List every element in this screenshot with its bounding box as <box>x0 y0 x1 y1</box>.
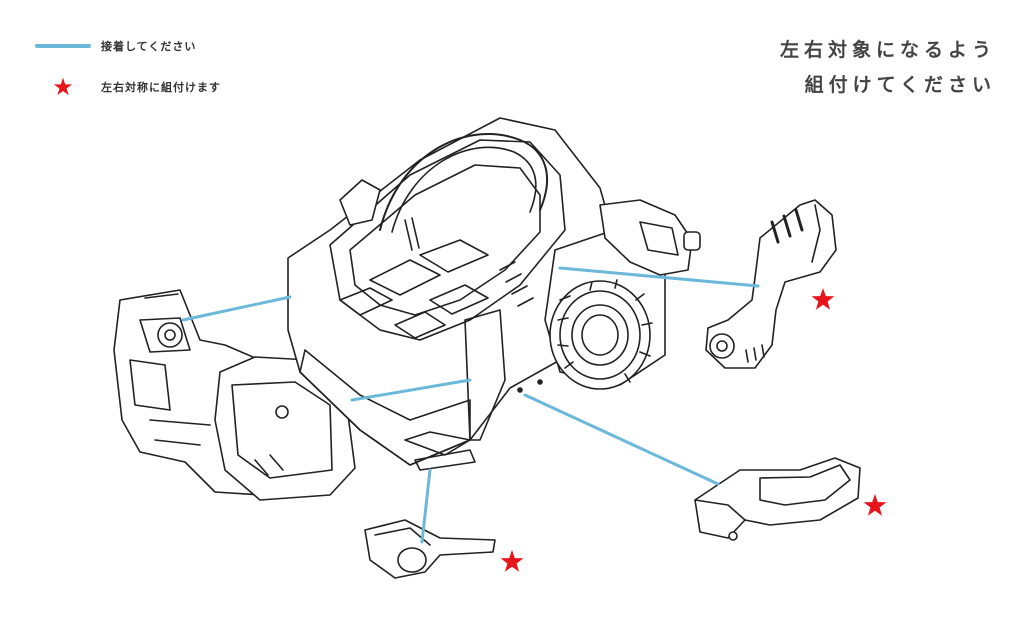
star-icon <box>811 288 835 310</box>
legend-symmetric-label: 左右対称に組付けます <box>101 81 221 94</box>
glue-line-left <box>181 295 292 322</box>
glue-line-lower-right <box>523 393 720 486</box>
main-body-assembly <box>113 117 701 501</box>
blue-line-icon <box>35 44 91 48</box>
star-icon <box>500 550 524 572</box>
part-upper-right-arm <box>705 199 837 369</box>
legend-item-symmetric: ★ 左右対称に組付けます <box>35 75 221 99</box>
part-bottom-clip <box>364 519 496 579</box>
assembly-note: 左右対象になるよう 組付けてください <box>780 33 996 103</box>
note-line-1: 左右対象になるよう <box>779 39 996 61</box>
star-icon: ★ <box>52 73 74 101</box>
glue-guide-lines <box>181 266 760 544</box>
legend-item-glue: 接着してください <box>35 34 221 58</box>
glue-line-upper-right <box>558 266 760 288</box>
glue-line-center <box>350 378 472 402</box>
part-lower-right-arm <box>694 457 861 541</box>
legend-glue-label: 接着してください <box>101 40 197 53</box>
note-line-2: 組付けてください <box>804 74 996 96</box>
glue-line-bottom <box>420 468 432 544</box>
star-icon <box>863 494 887 516</box>
legend: 接着してください ★ 左右対称に組付けます <box>35 34 221 116</box>
symmetric-markers <box>500 288 887 572</box>
